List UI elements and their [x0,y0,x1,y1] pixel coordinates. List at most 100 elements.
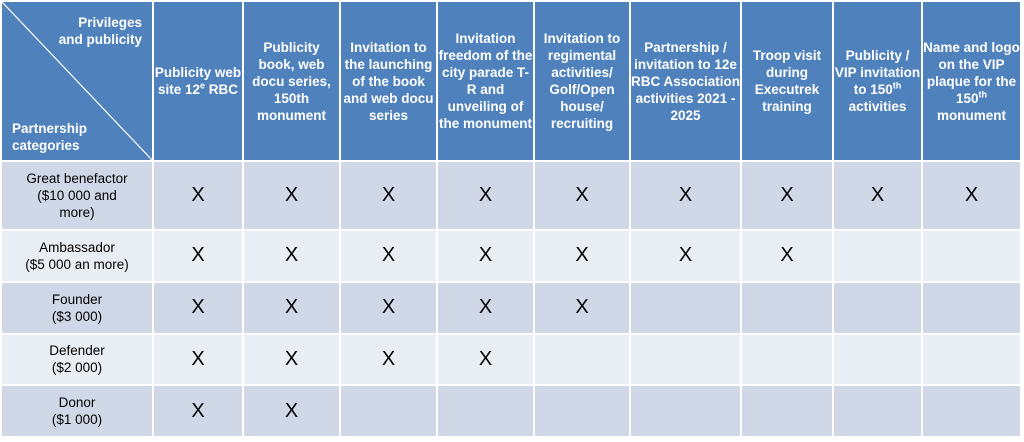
header-row: Privileges and publicity Partnership cat… [0,0,1022,162]
column-header-invitation-parade: Invitation freedom of the city parade T-… [436,0,535,162]
mark-cell: X [533,160,631,231]
corner-bottom-line-1: Partnership [12,121,88,136]
corner-categories-label: Partnership categories [12,120,87,154]
mark-cell [740,384,834,438]
corner-top-line-1: Privileges [78,15,142,30]
column-header-superscript: th [892,80,902,91]
corner-diagonal-line [3,3,151,159]
mark-cell: X [339,280,438,335]
column-header-vip-invitation: Publicity / VIP invitation to 150th acti… [832,0,923,162]
mark-cell: X [242,160,341,231]
mark-cell: X [152,332,244,387]
row-label-line: ($1 000) [51,412,103,428]
corner-privileges-label: Privileges and publicity [59,14,142,48]
row-label-line: Great benefactor [26,171,128,186]
mark-cell: X [740,229,834,283]
column-header-text: Publicity web site 12 [154,65,242,97]
column-header-text: Publicity book, web docu series, 150th m… [252,39,331,123]
mark-cell [832,332,923,387]
mark-cell: X [629,160,742,231]
row-label-line: Defender [49,343,105,359]
mark-cell [740,280,834,335]
row-label-line: ($3 000) [51,308,103,324]
column-header-invitation-regimental: Invitation to regimental activities/ Gol… [533,0,631,162]
column-header-publicity-book: Publicity book, web docu series, 150th m… [242,0,341,162]
mark-cell: X [339,160,438,231]
corner-header-cell: Privileges and publicity Partnership cat… [0,0,154,162]
column-header-text-tail: activities [848,99,907,114]
column-header-partnership-association: Partnership / invitation to 12e RBC Asso… [629,0,742,162]
column-header-publicity-web-site: Publicity web site 12e RBC [152,0,244,162]
column-header-superscript: th [978,89,988,99]
mark-cell [921,280,1022,335]
column-header-text-tail: monument [937,107,1006,123]
mark-cell [832,280,923,335]
column-header-text: Invitation to regimental activities/ Gol… [543,31,621,131]
mark-cell: X [339,332,438,387]
row-label-line: more) [59,205,95,220]
row-label-line: Founder [51,291,103,307]
column-header-text: Publicity / VIP invitation to 150 [834,48,921,97]
mark-cell [339,384,438,438]
table-row-ambassador: Ambassador ($5 000 an more) X X X X X X … [0,229,1022,283]
mark-cell [921,384,1022,438]
mark-cell [921,229,1022,283]
mark-cell [436,384,535,438]
mark-cell [629,332,742,387]
column-header-text: Partnership / invitation to 12e RBC Asso… [631,39,741,123]
mark-cell [921,332,1022,387]
column-header-vip-plaque: Name and logo on the VIP plaque for the … [921,0,1022,162]
row-label-line: ($2 000) [51,360,103,376]
row-label-line: ($10 000 and [37,188,117,203]
column-header-text: Name and logo on the VIP plaque for the … [923,39,1020,106]
column-header-text: Troop visit during Executrek training [752,48,822,114]
mark-cell [629,280,742,335]
row-label-defender: Defender ($2 000) [0,332,154,387]
mark-cell: X [832,160,923,231]
mark-cell: X [436,332,535,387]
mark-cell [629,384,742,438]
mark-cell: X [152,280,244,335]
column-header-text-tail: RBC [205,82,239,97]
row-label-great-benefactor: Great benefactor ($10 000 and more) [0,160,154,231]
mark-cell: X [242,384,341,438]
corner-bottom-line-2: categories [12,138,80,153]
row-label-donor: Donor ($1 000) [0,384,154,438]
row-label-line: ($5 000 an more) [25,256,129,272]
mark-cell: X [436,229,535,283]
row-label-line: Ambassador [39,239,115,255]
mark-cell: X [436,160,535,231]
mark-cell: X [152,384,244,438]
row-label-founder: Founder ($3 000) [0,280,154,335]
mark-cell: X [242,280,341,335]
mark-cell: X [629,229,742,283]
mark-cell [832,229,923,283]
table-row-defender: Defender ($2 000) X X X X [0,332,1022,387]
mark-cell: X [921,160,1022,231]
table-row-donor: Donor ($1 000) X X [0,384,1022,438]
mark-cell: X [242,332,341,387]
mark-cell: X [533,280,631,335]
mark-cell [533,332,631,387]
row-label-ambassador: Ambassador ($5 000 an more) [0,229,154,283]
column-header-invitation-launching: Invitation to the launching of the book … [339,0,438,162]
corner-top-line-2: and publicity [58,32,142,47]
mark-cell: X [740,160,834,231]
row-label-line: Donor [58,395,96,411]
column-header-text: Invitation to the launching of the book … [343,39,434,123]
table-row-founder: Founder ($3 000) X X X X X [0,280,1022,335]
mark-cell: X [339,229,438,283]
mark-cell: X [152,160,244,231]
mark-cell [740,332,834,387]
mark-cell: X [242,229,341,283]
column-header-troop-visit: Troop visit during Executrek training [740,0,834,162]
mark-cell [533,384,631,438]
mark-cell [832,384,923,438]
table-row-great-benefactor: Great benefactor ($10 000 and more) X X … [0,160,1022,231]
mark-cell: X [152,229,244,283]
column-header-text: Invitation freedom of the city parade T-… [438,31,533,131]
mark-cell: X [436,280,535,335]
mark-cell: X [533,229,631,283]
column-header-superscript: e [200,80,206,91]
